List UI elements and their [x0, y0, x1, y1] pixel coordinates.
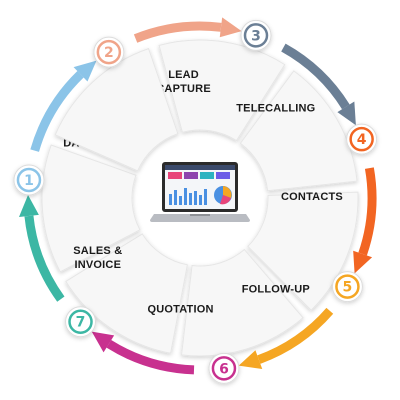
cycle-arrowhead — [337, 101, 356, 126]
step-number: 4 — [357, 132, 367, 148]
step-badge: 6 — [208, 352, 240, 384]
cycle-arrowhead — [219, 17, 242, 38]
cycle-arrowhead — [91, 331, 115, 353]
cycle-arrowhead — [353, 250, 373, 274]
cycle-arrow-band — [281, 43, 350, 110]
step-label: FOLLOW-UP — [242, 283, 310, 295]
cycle-arrows — [18, 17, 377, 375]
cycle-arrowhead — [73, 60, 97, 82]
step-badge: 1 — [13, 164, 45, 196]
step-label: TELECALLING — [236, 103, 315, 115]
cycle-arrow-band — [133, 21, 222, 43]
step-number: 7 — [76, 315, 86, 331]
step-badges: 1 2 3 4 5 6 7 — [13, 19, 378, 384]
step-badge: 4 — [346, 123, 378, 155]
step-label: QUOTATION — [147, 303, 213, 315]
step-badge: 7 — [65, 306, 97, 338]
step-badge: 5 — [331, 271, 363, 303]
step-number: 6 — [219, 361, 229, 377]
step-number: 2 — [104, 45, 114, 61]
cycle-arrow-band — [106, 340, 195, 375]
cycle-segment — [247, 191, 359, 311]
step-number: 5 — [343, 280, 353, 296]
cycle-arrow-band — [24, 215, 65, 302]
cycle-segment — [180, 248, 304, 357]
cycle-segment — [65, 233, 188, 354]
cycle-arrow-band — [30, 71, 84, 152]
cycle-segment — [239, 70, 358, 192]
step-label: SALES &INVOICE — [73, 245, 122, 271]
step-number: 3 — [251, 28, 261, 44]
cycle-arrowhead — [18, 194, 39, 218]
cycle-segment — [158, 39, 286, 142]
cycle-arrowhead — [238, 350, 263, 370]
laptop-dashboard-icon — [150, 160, 250, 230]
step-label: CONTACTS — [281, 191, 343, 203]
cycle-segment — [41, 144, 141, 273]
cycle-segments: CRMDASHBORADLEADCAPTURETELECALLINGCONTAC… — [41, 39, 359, 357]
cycle-segment — [54, 47, 179, 172]
cycle-arrow-band — [358, 167, 377, 256]
step-badge: 3 — [240, 19, 272, 51]
cycle-arrow-band — [257, 307, 334, 364]
step-badge: 2 — [93, 36, 125, 68]
step-number: 1 — [24, 173, 34, 189]
